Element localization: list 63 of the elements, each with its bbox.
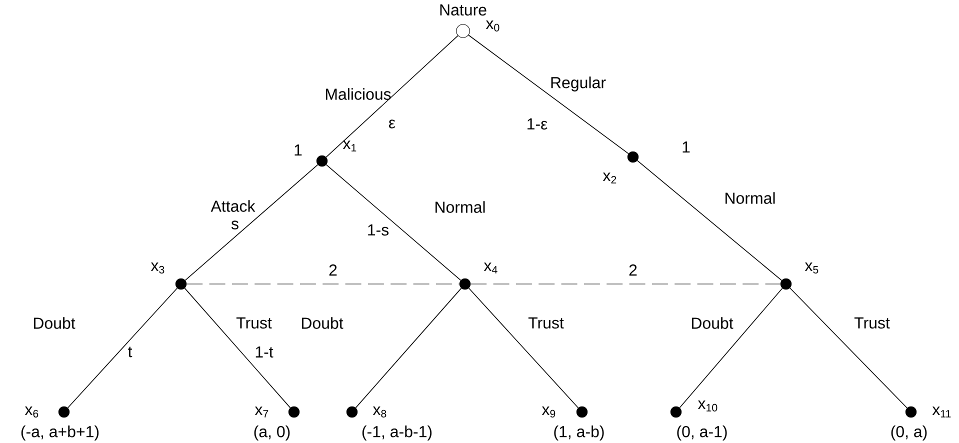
node-label: x$_{3}$ — [150, 262, 164, 274]
decision-node — [905, 406, 917, 418]
branch-line — [468, 34, 629, 154]
branch-line — [326, 35, 458, 158]
edge-label: Trust — [854, 317, 890, 329]
edge-label: Malicious — [326, 88, 391, 100]
branch-line — [184, 288, 291, 408]
branch-line — [679, 288, 783, 408]
node-label: 1 — [682, 142, 690, 152]
decision-node — [576, 406, 588, 418]
node-label: x$_{7}$ — [254, 406, 268, 418]
node-label: x$_{11}$ — [932, 406, 951, 418]
node-label: (0, a) — [891, 426, 927, 440]
node-label: (-1, a-b-1) — [362, 426, 432, 440]
edge-label: 2 — [629, 264, 637, 276]
node-label: x$_{8}$ — [372, 406, 386, 418]
decision-node — [58, 406, 70, 418]
probability-label: 1-s — [368, 224, 389, 236]
chance-node — [456, 24, 470, 38]
probability-label: 1-t — [256, 346, 274, 358]
edge-label: Attack — [210, 200, 256, 212]
edge-label: Doubt — [34, 317, 76, 329]
probability-label: t — [128, 346, 132, 358]
decision-node — [175, 278, 187, 290]
node-label: x$_{5}$ — [804, 262, 818, 274]
node-label: x$_{6}$ — [24, 406, 38, 418]
edge-label: 2 — [329, 264, 337, 276]
branch-line — [326, 164, 462, 281]
edge-label: Trust — [528, 317, 564, 329]
branch-line — [67, 288, 178, 408]
edge-label: Doubt — [302, 317, 344, 329]
branch-line — [790, 288, 908, 408]
node-label: (-a, a+b+1) — [21, 426, 99, 440]
branch-line — [184, 164, 318, 281]
probability-label: ε — [388, 120, 396, 128]
node-label: x$_{9}$ — [542, 406, 556, 418]
decision-node — [316, 155, 328, 167]
decision-node — [288, 406, 300, 418]
node-label: x$_{10}$ — [698, 400, 718, 412]
node-label: 1 — [294, 144, 302, 156]
probability-label: s — [231, 220, 238, 230]
edge-label: Normal — [726, 192, 775, 204]
node-label: x$_{4}$ — [484, 262, 498, 274]
branch-line — [468, 288, 579, 408]
node-label: (a, 0) — [254, 426, 290, 440]
decision-node — [670, 406, 682, 418]
edge-label: Regular — [551, 76, 606, 92]
node-label: Nature — [440, 4, 486, 16]
decision-node — [627, 151, 639, 163]
decision-node — [459, 278, 471, 290]
node-label: (0, a-1) — [677, 426, 727, 440]
decision-node — [780, 278, 792, 290]
node-label: x$_{2}$ — [602, 172, 616, 184]
node-label: x$_{1}$ — [342, 140, 356, 152]
edge-label: Doubt — [692, 317, 734, 329]
node-label: (1, a-b) — [554, 426, 604, 440]
edge-label: Normal — [436, 201, 485, 213]
node-label: x$_{0}$ — [486, 20, 500, 32]
edge-label: Trust — [236, 317, 272, 329]
branch-line — [355, 288, 462, 408]
probability-label: 1-ε — [528, 118, 548, 130]
decision-node — [346, 406, 358, 418]
branch-line — [636, 160, 782, 281]
